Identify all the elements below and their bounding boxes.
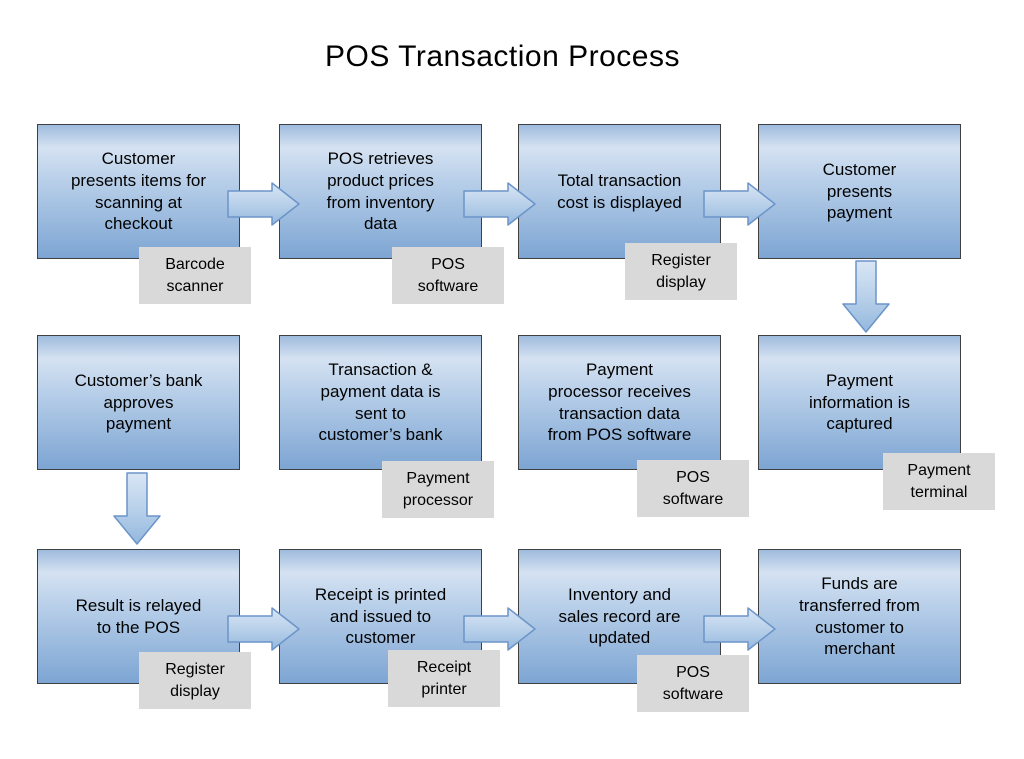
flow-step-label: Total transaction cost is displayed: [557, 170, 682, 212]
flow-step-label: Payment information is captured: [808, 370, 911, 434]
flow-arrow-right-icon: [703, 607, 776, 651]
flow-arrow-right-icon: [463, 182, 536, 226]
flow-step-label: Receipt is printed and issued to custome…: [314, 584, 447, 648]
flow-step-result-relayed-to-pos: Result is relayed to the POS: [37, 549, 240, 684]
device-tag-pos-software-3: POS software: [637, 655, 749, 712]
flow-step-pos-retrieves-prices: POS retrieves product prices from invent…: [279, 124, 482, 259]
device-tag-register-display-1: Register display: [625, 243, 737, 300]
device-tag-payment-terminal: Payment terminal: [883, 453, 995, 510]
flow-step-label: Result is relayed to the POS: [75, 595, 202, 637]
flow-arrow-right-icon: [703, 182, 776, 226]
flow-step-processor-receives-data: Payment processor receives transaction d…: [518, 335, 721, 470]
flow-step-label: Inventory and sales record are updated: [558, 584, 681, 648]
flow-step-bank-approves-payment: Customer’s bank approves payment: [37, 335, 240, 470]
flow-step-label: Customer’s bank approves payment: [74, 370, 203, 434]
flow-step-label: POS retrieves product prices from invent…: [326, 149, 435, 234]
flow-arrow-down-icon: [113, 472, 161, 545]
flow-step-label: Funds are transferred from customer to m…: [799, 574, 920, 659]
flow-step-customer-presents-payment: Customer presents payment: [758, 124, 961, 259]
device-tag-register-display-2: Register display: [139, 652, 251, 709]
flow-step-label: Payment processor receives transaction d…: [547, 360, 692, 445]
flow-step-label: Transaction & payment data is sent to cu…: [318, 360, 443, 445]
flow-step-receipt-printed: Receipt is printed and issued to custome…: [279, 549, 482, 684]
device-tag-barcode-scanner: Barcode scanner: [139, 247, 251, 304]
flow-arrow-down-icon: [842, 260, 890, 333]
flow-arrow-right-icon: [227, 607, 300, 651]
flow-step-label: Customer presents items for scanning at …: [70, 149, 207, 234]
flow-step-payment-info-captured: Payment information is captured: [758, 335, 961, 470]
flow-step-data-sent-to-bank: Transaction & payment data is sent to cu…: [279, 335, 482, 470]
flow-step-total-cost-displayed: Total transaction cost is displayed: [518, 124, 721, 259]
flow-arrow-right-icon: [227, 182, 300, 226]
flow-step-customer-presents-items: Customer presents items for scanning at …: [37, 124, 240, 259]
page-title: POS Transaction Process: [325, 40, 680, 73]
device-tag-receipt-printer: Receipt printer: [388, 650, 500, 707]
flow-arrow-right-icon: [463, 607, 536, 651]
flow-step-funds-transferred: Funds are transferred from customer to m…: [758, 549, 961, 684]
device-tag-pos-software-2: POS software: [637, 460, 749, 517]
device-tag-payment-processor: Payment processor: [382, 461, 494, 518]
flow-step-label: Customer presents payment: [822, 159, 897, 223]
device-tag-pos-software-1: POS software: [392, 247, 504, 304]
